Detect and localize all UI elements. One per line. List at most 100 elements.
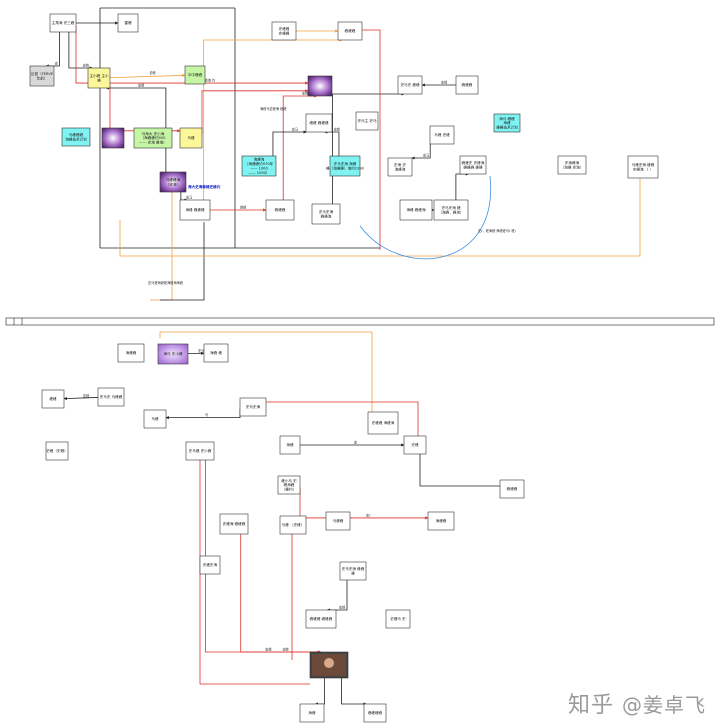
node-n44[interactable]: 峰小马 史峰海峰（峰约） <box>277 475 301 495</box>
node-label: 峰峰峰 <box>462 82 473 87</box>
node-n15[interactable]: 峰峰峰 <box>337 21 363 41</box>
node-n25[interactable]: 海峰 峰峰海 <box>399 199 433 221</box>
node-n8[interactable]: 马海大 史小海（海峰峰约950—— 史海 峰海） <box>133 127 173 149</box>
node-label: 峰峰 峰峰峰 <box>309 120 329 125</box>
node-n48[interactable]: 马峰 （史峰） <box>279 515 307 535</box>
node-n29[interactable]: 史海峰海（海峰 史海） <box>557 155 587 175</box>
node-box <box>311 203 341 225</box>
node-box <box>117 343 145 363</box>
node-n37[interactable]: 马峰 <box>143 409 167 429</box>
node-box <box>41 389 65 409</box>
node-n46[interactable]: 马峰峰 <box>325 511 351 531</box>
node-n32[interactable]: 海马 史小峰 <box>157 343 189 365</box>
node-box <box>427 511 455 531</box>
node-n22[interactable]: 峰峰峰 <box>455 75 479 95</box>
node-n11[interactable]: 海峰 峰峰峰 <box>179 199 211 221</box>
node-label: 海峰峰 <box>126 350 137 355</box>
watermark-author: @姜卓飞 <box>622 693 706 717</box>
node-box <box>387 157 413 177</box>
node-n17[interactable]: 史马主 史马 <box>355 111 379 131</box>
node-n45[interactable]: 海峰峰 <box>427 511 455 531</box>
edge-line <box>272 130 307 156</box>
node-n47[interactable]: 史峰海 峰峰峰 <box>219 513 249 535</box>
edge-line <box>411 144 431 160</box>
node-n50[interactable]: 史马史海 峰峰峰 <box>339 561 367 581</box>
node-label: 峰小马 史峰海峰（峰约） <box>281 478 297 492</box>
edge-line <box>165 408 241 420</box>
node-n26[interactable]: 史马史海 峰（海峰，峰海） <box>433 199 469 221</box>
node-label: 海峰海（海峰峰约970年—— 1000—— 1090） <box>245 157 274 175</box>
node-n6[interactable]: 马峰峰峰海峰技术计划 <box>61 127 91 147</box>
edge-e11: 史峰 <box>282 91 318 200</box>
node-n12[interactable]: 峰峰峰 <box>265 199 295 221</box>
node-n19[interactable]: 史马史海 海峰峰（海峰峰）海约1990 <box>326 155 365 177</box>
node-n27[interactable]: 峰峰史 史峰海峰峰峰 峰峰 <box>459 155 487 175</box>
node-n21[interactable]: 史马史 峰峰 <box>397 75 423 95</box>
edge-line <box>314 678 325 706</box>
node-n13[interactable] <box>307 75 333 97</box>
node-n2[interactable]: 雷爆 <box>117 13 139 33</box>
node-n38[interactable]: 史峰（史峰） <box>45 441 69 461</box>
edge-line <box>455 172 469 200</box>
node-n9[interactable]: 马峰 <box>179 127 203 149</box>
node-n53[interactable] <box>309 651 349 679</box>
node-n49[interactable]: 史峰史海 <box>199 555 221 575</box>
node-box <box>29 65 55 87</box>
node-label: 史海 史海峰海 <box>394 162 406 171</box>
node-n23[interactable]: 马峰 史峰 <box>429 125 455 145</box>
node-n28[interactable]: 海马 峰峰海峰峰峰技术计划 <box>493 113 521 133</box>
edge-label: 史峰 <box>83 63 90 68</box>
node-n42[interactable]: 史峰 <box>403 435 427 455</box>
node-n40[interactable]: 史峰峰 海峰海 <box>367 411 399 435</box>
node-n4[interactable]: 主小峰 主小峰 <box>87 67 111 89</box>
node-box <box>133 127 173 149</box>
node-n16[interactable]: 峰峰 峰峰峰 <box>305 113 333 133</box>
edge-label: 马 <box>205 412 208 417</box>
connector-2 <box>160 222 205 301</box>
node-n55[interactable]: 峰峰峰峰 <box>363 703 387 723</box>
node-n34[interactable]: 史马史 马峰峰 <box>97 387 125 407</box>
node-box <box>493 113 521 133</box>
edge-line <box>201 89 309 134</box>
edge-e23: 马 <box>165 408 241 420</box>
node-n35[interactable]: 峰峰 <box>41 389 65 409</box>
node-n30[interactable]: 马峰史海 峰峰史峰海 （ ） <box>627 155 659 179</box>
node-n31[interactable]: 海峰峰 <box>117 343 145 363</box>
node-n43[interactable]: 峰峰峰 <box>499 479 525 499</box>
node-label: 峰峰峰 <box>345 28 356 33</box>
edge-line <box>109 73 186 79</box>
edge-line <box>63 396 99 401</box>
node-box <box>143 409 167 429</box>
node-n36[interactable]: 史马史海 <box>239 397 267 417</box>
node-n54[interactable]: 海峰 <box>299 703 325 723</box>
edge-label: 史峰 <box>334 127 341 132</box>
node-n39[interactable]: 史马峰 史小峰 <box>185 441 215 461</box>
node-n24[interactable]: 史海 史海峰海 <box>387 157 413 177</box>
edge-line <box>75 26 309 85</box>
node-label: 海马 峰峰海峰峰峰技术计划 <box>496 116 518 130</box>
node-box <box>179 127 203 149</box>
node-n41[interactable]: 海峰 <box>279 435 301 455</box>
node-label: 峰峰峰 <box>507 486 518 491</box>
node-n20[interactable]: 史马史海峰峰海 <box>311 203 341 225</box>
node-box <box>397 75 423 95</box>
node-n51[interactable]: 峰峰峰 峰峰峰 <box>305 609 337 629</box>
node-n1[interactable]: 主角海 史三峰 <box>49 13 77 33</box>
node-n18[interactable]: 海峰海（海峰峰约970年—— 1000—— 1090） <box>241 155 277 177</box>
person-icon <box>324 658 334 668</box>
node-box <box>337 21 363 41</box>
node-box <box>179 199 211 221</box>
node-n33[interactable]: 海峰 峰 <box>203 343 229 363</box>
node-n10[interactable]: 马峰峰海（史海） <box>159 171 187 193</box>
node-n52[interactable]: 史峰马 史 <box>385 609 411 629</box>
node-label: 史马峰 史小峰 <box>189 448 212 453</box>
node-label: 峰峰峰 <box>275 207 286 212</box>
node-n7[interactable] <box>101 127 125 149</box>
annotation-a3: 海峰马史峰海 峰峰 <box>260 106 287 111</box>
node-n14[interactable]: 史峰峰史峰峰 <box>271 21 297 41</box>
node-n5[interactable]: 中中峰峰 <box>184 65 206 85</box>
node-label: 史海峰海（海峰 史海） <box>561 160 584 169</box>
edge-label: 史马 <box>198 348 204 353</box>
node-label: 海峰 峰 <box>210 350 222 355</box>
